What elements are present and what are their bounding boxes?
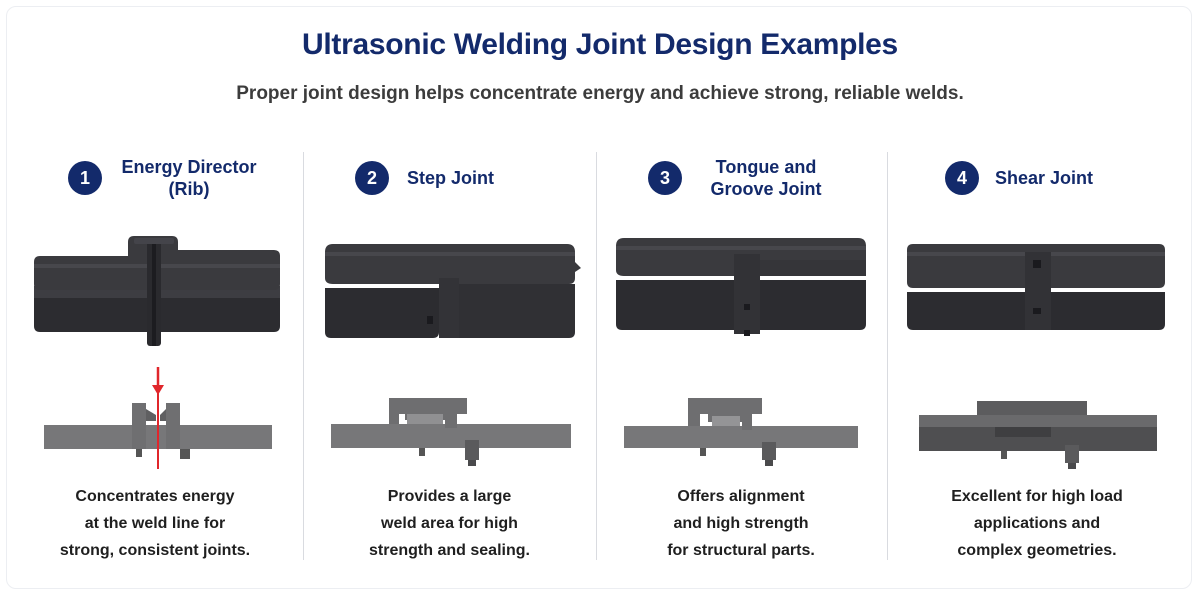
description-line: complex geometries. — [957, 542, 1117, 559]
joint-header: 3 Tongue and Groove Joint — [648, 150, 836, 206]
joint-description: Provides a large weld area for high stre… — [313, 483, 586, 564]
step-number-badge: 2 — [355, 161, 389, 195]
description-line: Provides a large — [387, 488, 512, 505]
joint-title-line: Groove Joint — [710, 179, 822, 199]
joint-title-line: Step Joint — [407, 168, 495, 188]
description-line: weld area for high — [381, 515, 518, 532]
joint-description: Excellent for high load applications and… — [897, 483, 1177, 564]
description-line: at the weld line for — [84, 515, 226, 532]
description-line: Concentrates energy — [75, 488, 235, 505]
step-joint-part-illustration — [325, 244, 581, 338]
joint-column-step-joint: 2 Step Joint Provides a large weld area … — [313, 150, 586, 570]
column-divider — [887, 152, 888, 560]
step-number-badge: 4 — [945, 161, 979, 195]
joint-title: Shear Joint — [995, 167, 1093, 189]
step-number-badge: 1 — [68, 161, 102, 195]
joint-description: Concentrates energy at the weld line for… — [20, 483, 290, 564]
energy-director-cross-section — [44, 367, 272, 469]
joint-description: Offers alignment and high strength for s… — [606, 483, 876, 564]
joint-title: Step Joint — [407, 167, 494, 189]
joint-column-energy-director: 1 Energy Director (Rib) Concentrates ene… — [20, 150, 290, 570]
description-line: for structural parts. — [667, 542, 815, 559]
tongue-groove-cross-section — [624, 398, 858, 466]
joint-column-shear-joint: 4 Shear Joint Excellent for high load ap… — [897, 150, 1177, 570]
card-frame — [6, 6, 1192, 589]
joint-title-line: Tongue and — [715, 157, 817, 177]
step-number-badge: 3 — [648, 161, 682, 195]
joint-column-tongue-and-groove: 3 Tongue and Groove Joint Offers alignme… — [606, 150, 876, 570]
joint-title-line: Shear Joint — [995, 168, 1094, 188]
page-subtitle: Proper joint design helps concentrate en… — [236, 83, 964, 104]
page-title: Ultrasonic Welding Joint Design Examples — [302, 28, 898, 61]
description-line: applications and — [973, 515, 1101, 532]
joint-header: 4 Shear Joint — [945, 150, 1093, 206]
shear-joint-part-illustration — [907, 244, 1165, 330]
description-line: Offers alignment — [677, 488, 805, 505]
description-line: Excellent for high load — [951, 488, 1123, 505]
tongue-groove-part-illustration — [616, 238, 866, 336]
joint-title: Energy Director (Rib) — [114, 156, 264, 200]
joint-title-line: (Rib) — [168, 179, 210, 199]
step-joint-cross-section — [331, 398, 571, 466]
energy-director-part-illustration — [34, 236, 280, 346]
description-line: strong, consistent joints. — [59, 542, 251, 559]
description-line: strength and sealing. — [369, 542, 530, 559]
description-line: and high strength — [673, 515, 809, 532]
joint-title: Tongue and Groove Joint — [696, 156, 836, 200]
column-divider — [596, 152, 597, 560]
joint-header: 2 Step Joint — [355, 150, 494, 206]
column-divider — [303, 152, 304, 560]
shear-joint-cross-section — [919, 401, 1157, 469]
joint-header: 1 Energy Director (Rib) — [68, 150, 264, 206]
joint-title-line: Energy Director — [121, 157, 257, 177]
